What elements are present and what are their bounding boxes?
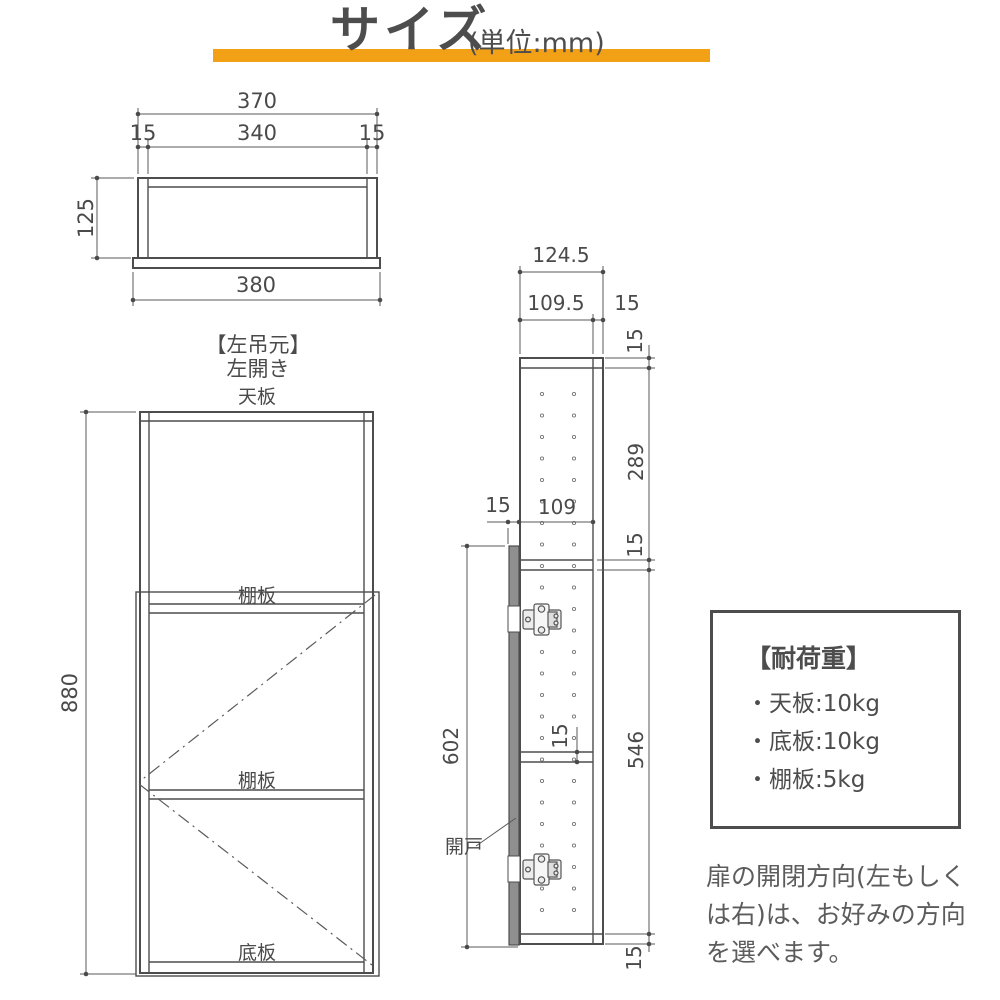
top-view-door-plate xyxy=(132,257,381,269)
dim-bottom-board-thickness: 15 xyxy=(622,945,646,970)
side-view-dimension-lines xyxy=(461,266,655,952)
front-view-heading1: 【左吊元】 xyxy=(206,333,311,357)
load-item-top-board: ・天板:10kg xyxy=(746,691,880,717)
title-unit-label: (単位:mm) xyxy=(468,28,605,59)
note-line-2: は右)は、お好みの方向 xyxy=(706,900,966,929)
dim-door-height: 602 xyxy=(439,727,463,765)
door-direction-note: 扉の開閉方向(左もしく は右)は、お好みの方向 を選べます。 xyxy=(706,858,1000,972)
load-item-bottom-board: ・底板:10kg xyxy=(746,729,880,755)
dim-shelf2-thickness: 15 xyxy=(548,723,572,748)
note-line-1: 扉の開閉方向(左もしく xyxy=(706,862,966,891)
dim-total-width: 370 xyxy=(237,89,277,113)
front-view-heading2: 左開き xyxy=(227,357,290,381)
dim-upper-space: 289 xyxy=(624,443,648,481)
front-view-dimension-lines xyxy=(80,411,136,975)
dim-side-left: 15 xyxy=(130,121,157,145)
front-view-body xyxy=(139,411,374,974)
dim-back-thickness: 15 xyxy=(614,291,639,315)
door-hinge-cut-top xyxy=(507,605,521,633)
door-swing-lines xyxy=(138,594,376,966)
side-view: 124.5 109.5 15 15 289 15 546 15 15 109 1… xyxy=(439,243,655,971)
front-view: 【左吊元】 左開き 天板 棚板 棚板 底板 xyxy=(58,333,380,977)
front-view-door-outline xyxy=(135,591,380,977)
dim-depth: 125 xyxy=(74,198,98,238)
dim-side-right: 15 xyxy=(359,121,386,145)
hinge-icon-bottom xyxy=(522,853,562,886)
load-capacity-box: 【耐荷重】 ・天板:10kg ・底板:10kg ・棚板:5kg xyxy=(710,610,961,829)
title-accent-bar xyxy=(213,49,710,62)
top-view-inner-lines xyxy=(147,178,368,258)
door-hinge-cut-bottom xyxy=(507,855,521,883)
dim-bottom-width: 380 xyxy=(236,273,276,297)
label-top-board: 天板 xyxy=(238,386,276,408)
label-shelf2: 棚板 xyxy=(238,770,276,792)
note-line-3: を選べます。 xyxy=(706,938,854,967)
dim-inner-depth: 109 xyxy=(538,495,576,519)
side-view-inner-lines xyxy=(520,358,603,944)
page-title: サイズ xyxy=(330,1,491,59)
top-view: 370 15 340 15 125 380 xyxy=(74,89,385,306)
side-view-door xyxy=(508,545,520,946)
top-view-body xyxy=(137,177,378,259)
side-view-body xyxy=(519,357,604,945)
dim-top-board-thickness: 15 xyxy=(623,328,647,353)
load-item-shelf: ・棚板:5kg xyxy=(746,767,866,793)
front-view-inner-lines xyxy=(140,412,373,973)
dim-depth-total: 124.5 xyxy=(532,243,589,267)
dim-inner-width: 340 xyxy=(237,121,277,145)
dim-lower-space: 546 xyxy=(624,731,648,769)
top-view-dimension-ends xyxy=(94,111,383,303)
label-door: 開戸 xyxy=(445,836,483,858)
dim-door-thickness: 15 xyxy=(485,493,510,517)
dim-shelf-thickness: 15 xyxy=(623,532,647,557)
label-bottom-board: 底板 xyxy=(238,942,276,964)
hinge-icon xyxy=(522,603,562,636)
label-shelf1: 棚板 xyxy=(238,585,276,607)
dim-depth-inner: 109.5 xyxy=(527,291,584,315)
load-capacity-heading: 【耐荷重】 xyxy=(746,644,872,673)
shelf-pin-holes xyxy=(539,391,577,913)
side-view-dimension-ends xyxy=(464,269,652,950)
dim-height: 880 xyxy=(58,673,82,713)
